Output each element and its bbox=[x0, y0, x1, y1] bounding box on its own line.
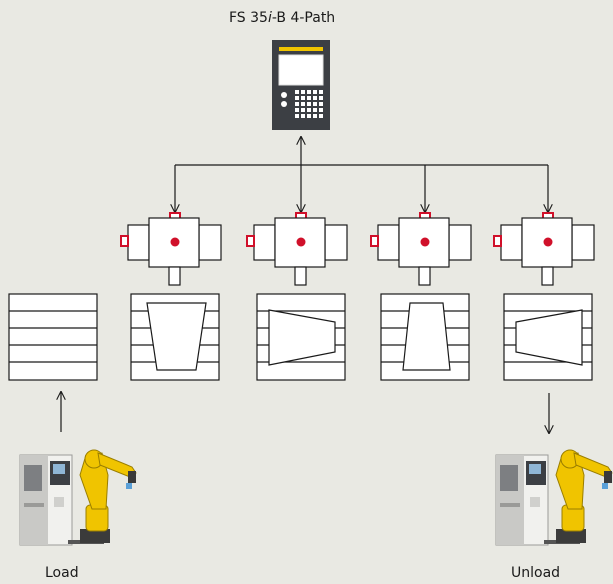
load-robot-cell-icon bbox=[19, 449, 137, 546]
workpiece-1 bbox=[146, 302, 207, 371]
machining-fixture-2 bbox=[256, 293, 346, 381]
spindle-unit-3 bbox=[370, 212, 472, 286]
machining-fixture-4 bbox=[503, 293, 593, 381]
title-suffix: -B 4-Path bbox=[271, 10, 336, 26]
spindle-unit-2 bbox=[246, 212, 348, 286]
connection-lines bbox=[61, 137, 549, 433]
machining-fixture-1 bbox=[130, 293, 220, 381]
load-buffer-magazine bbox=[8, 293, 98, 381]
spindle-indicator-3 bbox=[420, 237, 430, 247]
workpiece-4 bbox=[515, 309, 583, 366]
title-prefix: FS 35 bbox=[229, 10, 268, 26]
spindle-indicator-4 bbox=[543, 237, 553, 247]
diagram-title: FS 35i-B 4-Path bbox=[229, 10, 335, 26]
unload-label: Unload bbox=[511, 565, 561, 581]
workpiece-2 bbox=[268, 309, 336, 366]
unload-robot-cell-icon bbox=[495, 449, 613, 546]
spindle-unit-1 bbox=[120, 212, 222, 286]
spindle-unit-4 bbox=[493, 212, 595, 286]
workpiece-3 bbox=[402, 302, 451, 371]
spindle-indicator-2 bbox=[296, 237, 306, 247]
title-italic: i bbox=[267, 10, 272, 26]
cnc-controller-icon bbox=[272, 40, 330, 130]
machining-fixture-3 bbox=[380, 293, 470, 381]
spindle-indicator-1 bbox=[170, 237, 180, 247]
load-label: Load bbox=[45, 565, 79, 581]
